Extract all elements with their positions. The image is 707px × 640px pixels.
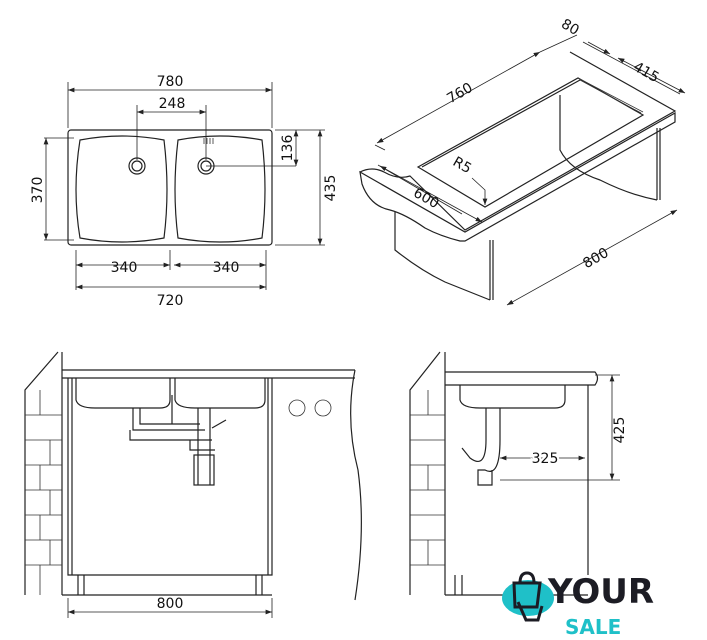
logo-text-your: YOUR (547, 572, 654, 612)
front-view: 800 (24, 351, 362, 618)
right-bowl (174, 135, 266, 243)
dim-780: 780 (157, 74, 184, 90)
sink-outline (67, 129, 273, 246)
dim-425: 425 (612, 417, 628, 444)
left-bowl (75, 135, 168, 243)
dim-340-left: 340 (111, 260, 138, 276)
dim-80: 80 (558, 16, 581, 39)
hand-icon (516, 601, 544, 622)
dim-800-front: 800 (157, 596, 184, 612)
shopping-bag-icon (512, 571, 542, 609)
bowls-section (75, 378, 266, 409)
isometric-view: 760 80 415 600 R5 800 (359, 16, 686, 306)
dim-r5: R5 (450, 154, 474, 177)
left-drain (128, 157, 146, 175)
dim-370: 370 (30, 177, 46, 204)
dim-248: 248 (159, 96, 186, 112)
dim-435: 435 (323, 175, 339, 202)
side-view: 425 325 (409, 351, 628, 596)
dim-760: 760 (444, 80, 475, 107)
dim-720: 720 (157, 293, 184, 309)
yoursale-logo: YOUR SALE (502, 571, 654, 639)
dim-340-right: 340 (213, 260, 240, 276)
dim-136: 136 (280, 135, 296, 162)
top-view: 780 248 136 435 370 340 340 720 (30, 74, 339, 309)
logo-text-sale: SALE (565, 615, 621, 639)
dim-600: 600 (410, 185, 441, 212)
dim-325: 325 (532, 451, 559, 467)
